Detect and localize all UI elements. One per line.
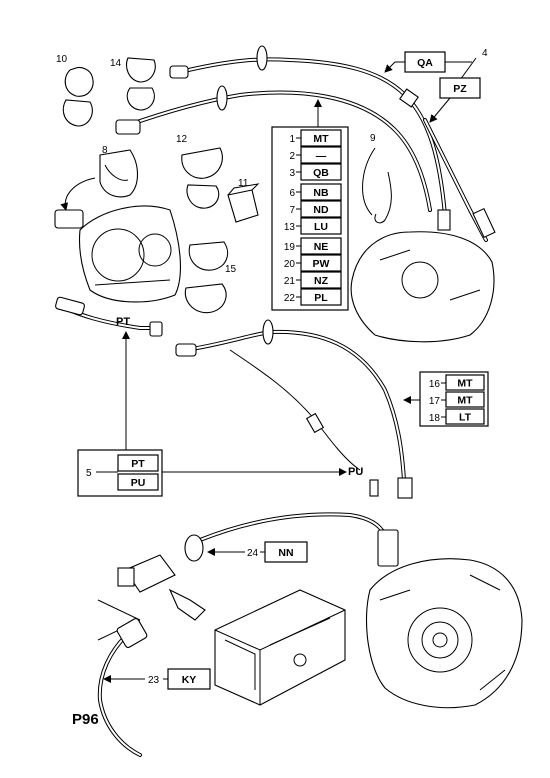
item-24-number: 24 (247, 548, 259, 559)
speedometer-cable-lower (115, 85, 432, 212)
center-row-code: QB (313, 167, 329, 179)
clip-9 (362, 147, 392, 224)
cable-ky (97, 618, 148, 757)
item-5-number: 5 (86, 468, 92, 479)
clip-14 (125, 57, 156, 111)
page-label: P96 (72, 711, 99, 728)
item-12-label: 12 (176, 134, 188, 145)
clip-8 (99, 149, 139, 198)
center-list-row: 20 PW (284, 254, 342, 272)
item-8-label: 8 (102, 145, 108, 156)
gearbox-upper (350, 231, 495, 343)
clip-10 (62, 66, 94, 127)
speedometer-cable-upper (169, 45, 451, 231)
item-15-label: 15 (225, 264, 237, 275)
right-row-code: LT (459, 412, 472, 424)
center-row-item-number: 3 (289, 168, 295, 179)
center-list-row: 19 NE (284, 237, 342, 255)
item-24-code: NN (278, 547, 293, 559)
center-list-row: 6 NB (289, 183, 342, 201)
item-5-code-pt: PT (131, 458, 145, 470)
center-row-code: PL (314, 292, 328, 304)
item-10-label: 10 (56, 54, 68, 65)
center-row-code: ND (313, 204, 329, 216)
clip-15 (184, 241, 229, 314)
center-row-code: LU (314, 221, 328, 233)
pz-code: PZ (453, 83, 467, 95)
right-row-item-number: 16 (429, 379, 441, 390)
right-row-item-number: 18 (429, 413, 441, 424)
right-row-code: MT (457, 378, 473, 390)
right-list-row: 16 MT (429, 374, 485, 391)
right-row-code: MT (457, 395, 473, 407)
center-list-row: 22 PL (284, 288, 342, 306)
right-list-row: 17 MT (429, 391, 485, 408)
item-14-label: 14 (110, 58, 122, 69)
clip-12 (181, 147, 223, 209)
cable-pu (175, 319, 413, 499)
center-row-code: NE (314, 241, 329, 253)
center-row-item-number: 20 (284, 259, 296, 270)
center-row-item-number: 13 (284, 222, 296, 233)
item-11-label: 11 (238, 178, 249, 189)
instrument-cluster (54, 205, 181, 303)
sensor-assembly (97, 554, 206, 641)
center-list-row: 21 NZ (284, 271, 342, 289)
clip-11 (227, 183, 260, 223)
center-row-item-number: 2 (289, 151, 295, 162)
center-row-code: NZ (314, 275, 329, 287)
right-row-item-number: 17 (429, 396, 441, 407)
item-5-box: 5 PT PU (77, 449, 163, 497)
center-list-row: 7 ND (289, 200, 342, 218)
pt-label: PT (116, 316, 130, 328)
center-list-row: 1 MT (289, 129, 342, 147)
item-23-number: 23 (148, 675, 160, 686)
control-unit (214, 589, 346, 706)
cable-pt (55, 296, 163, 337)
center-row-item-number: 21 (284, 276, 296, 287)
right-list-row: 18 LT (429, 408, 485, 425)
item-9-label: 9 (370, 133, 376, 144)
gearbox-lower (365, 558, 523, 709)
cable-nn (184, 512, 399, 567)
pu-label: PU (348, 466, 363, 478)
center-list-row: 3 QB (289, 163, 342, 181)
pz-box (439, 77, 481, 99)
center-list-row: 13 LU (284, 217, 342, 235)
center-row-code: — (316, 150, 327, 162)
center-row-code: NB (313, 187, 329, 199)
center-list-row: 2— (289, 146, 342, 164)
center-row-item-number: 6 (289, 188, 295, 199)
item-23-code: KY (182, 674, 197, 686)
speedometer-cable-right (423, 118, 496, 242)
qa-code: QA (417, 57, 433, 69)
center-row-item-number: 22 (284, 293, 296, 304)
center-row-item-number: 19 (284, 242, 296, 253)
item-5-code-pu: PU (131, 477, 146, 489)
center-row-code: MT (313, 133, 329, 145)
center-row-item-number: 1 (289, 134, 295, 145)
pz-item-number: 4 (482, 48, 488, 59)
center-row-code: PW (313, 258, 330, 270)
center-row-item-number: 7 (289, 205, 295, 216)
